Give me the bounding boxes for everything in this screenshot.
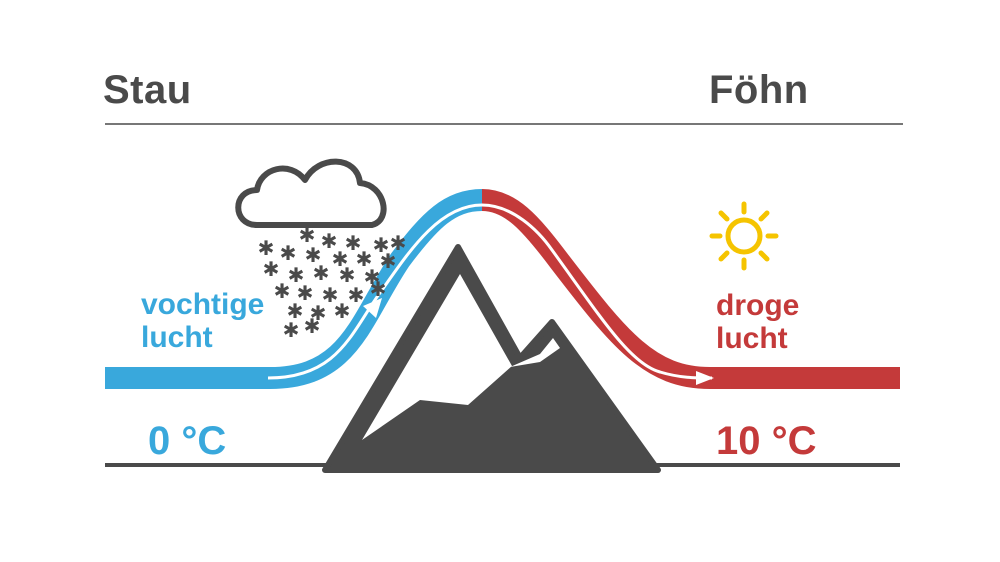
- dry-air-label-line2: lucht: [716, 322, 788, 355]
- snowflake-icon: ✱: [297, 281, 314, 305]
- snowflake-icon: ✱: [339, 263, 356, 287]
- snowflake-icon: ✱: [348, 283, 365, 307]
- arrow-icon: [363, 298, 382, 318]
- stau-heading: Stau: [103, 68, 192, 112]
- dry-air-label-line1: droge: [716, 289, 800, 322]
- snowflake-icon: ✱: [258, 236, 275, 260]
- arrow-icon: [606, 350, 626, 366]
- snowflake-icon: ✱✱✱✱✱✱✱✱✱✱✱✱✱✱✱✱✱✱✱✱✱✱✱✱✱✱: [258, 223, 407, 342]
- foehn-heading: Föhn: [709, 68, 809, 112]
- mountain-icon: [322, 244, 661, 473]
- snowflake-icon: ✱: [288, 263, 305, 287]
- snowflake-icon: ✱: [370, 277, 387, 301]
- arrow-icon: [696, 371, 714, 385]
- snowflake-icon: ✱: [287, 299, 304, 323]
- humid-air-label-line2: lucht: [141, 321, 213, 354]
- snowflake-icon: ✱: [390, 231, 407, 255]
- snowflake-icon: ✱: [356, 247, 373, 271]
- dry-air-label: droge lucht: [716, 289, 799, 355]
- arrow-icon: [510, 226, 530, 244]
- snowflake-icon: ✱: [373, 233, 390, 257]
- snowflake-icon: ✱: [310, 301, 327, 325]
- humid-air-label-line1: vochtige: [141, 288, 265, 321]
- snowflake-icon: ✱: [332, 247, 349, 271]
- snowflake-icon: ✱: [345, 231, 362, 255]
- snowflake-icon: ✱: [321, 229, 338, 253]
- sun-icon: [709, 201, 779, 271]
- snowflake-icon: ✱: [380, 249, 397, 273]
- snowflake-icon: ✱: [283, 318, 300, 342]
- snowflake-icon: ✱: [263, 257, 280, 281]
- snowflake-icon: ✱: [299, 223, 316, 247]
- flow-arrow-line: [267, 203, 713, 380]
- snowflake-icon: ✱: [322, 283, 339, 307]
- cloud-icon: [235, 158, 387, 228]
- humid-air-label: vochtige lucht: [141, 288, 264, 354]
- temperature-right: 10 °C: [716, 419, 817, 463]
- snowflake-icon: ✱: [334, 299, 351, 323]
- snowflake-icon: ✱: [280, 241, 297, 265]
- snowflake-icon: ✱: [313, 261, 330, 285]
- snowflake-icon: ✱: [304, 314, 321, 338]
- snowflake-icon: ✱: [305, 243, 322, 267]
- snowflake-icon: ✱: [364, 265, 381, 289]
- snowflake-icon: ✱: [274, 279, 291, 303]
- temperature-left: 0 °C: [148, 419, 227, 463]
